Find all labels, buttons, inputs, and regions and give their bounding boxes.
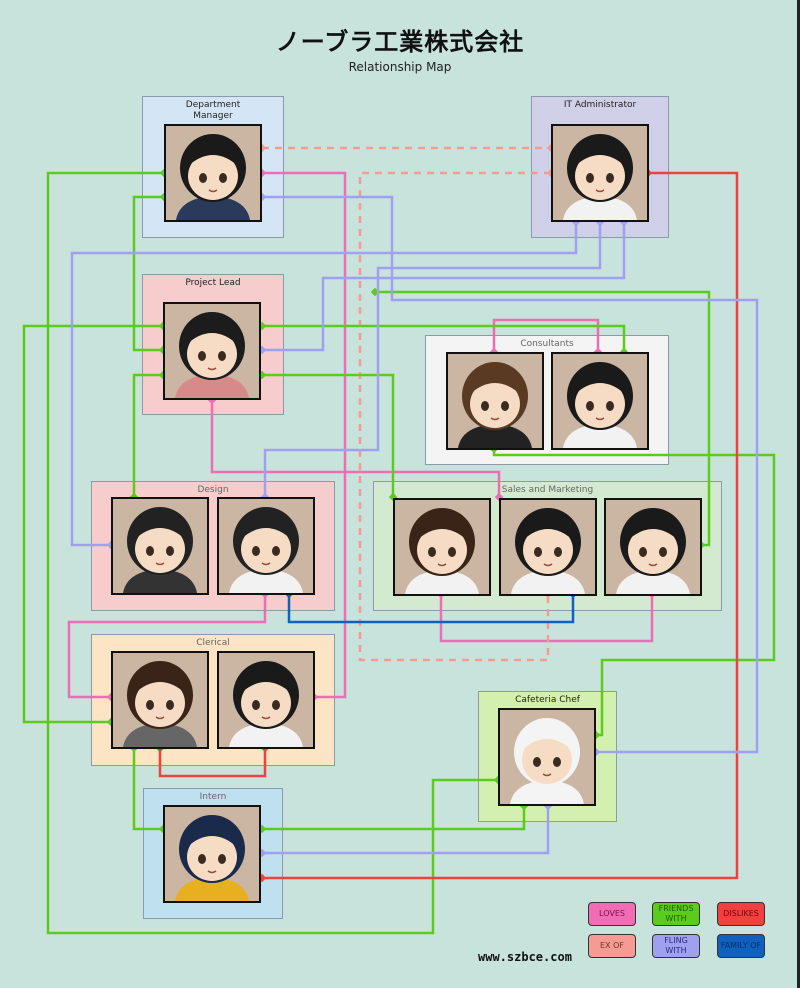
legend-label: DISLIKES: [723, 909, 759, 918]
character-illustration-icon: [458, 362, 532, 448]
character-illustration-icon: [510, 718, 584, 804]
character-illustration-icon: [175, 312, 249, 398]
legend-label: FRIENDS WITH: [658, 904, 694, 923]
character-illustration-icon: [616, 508, 690, 594]
group-label: Department Manager: [185, 100, 241, 121]
line-endpoint-marker: [370, 287, 380, 297]
legend-label: EX OF: [600, 941, 624, 950]
group-label: Cafeteria Chef: [515, 695, 580, 705]
character-illustration-icon: [123, 661, 197, 747]
legend-loves: LOVES: [588, 902, 636, 926]
character-illustration-icon: [176, 134, 250, 220]
character-portrait: [551, 124, 649, 222]
character-portrait: [163, 302, 261, 400]
character-portrait: [551, 352, 649, 450]
character-illustration-icon: [229, 507, 303, 593]
group-label: IT Administrator: [563, 100, 637, 110]
character-portrait: [446, 352, 544, 450]
fling-relationship-line: [262, 222, 626, 352]
character-portrait: [604, 498, 702, 596]
group-label: Sales and Marketing: [501, 485, 594, 495]
legend-label: FLING WITH: [664, 936, 688, 955]
group-label: Design: [197, 485, 229, 495]
character-portrait: [111, 651, 209, 749]
legend-dislikes: DISLIKES: [717, 902, 765, 926]
character-portrait: [217, 651, 315, 749]
character-portrait: [111, 497, 209, 595]
character-portrait: [498, 708, 596, 806]
group-label: Consultants: [520, 339, 574, 349]
legend-ex-of: EX OF: [588, 934, 636, 958]
character-illustration-icon: [511, 508, 585, 594]
character-illustration-icon: [405, 508, 479, 594]
fling-relationship-line: [262, 195, 759, 754]
group-label: Project Lead: [185, 278, 241, 288]
character-illustration-icon: [563, 362, 637, 448]
group-label: Intern: [199, 792, 227, 802]
legend-family-of: FAMILY OF: [717, 934, 765, 958]
character-illustration-icon: [175, 815, 249, 901]
character-portrait: [163, 805, 261, 903]
loves-relationship-line: [262, 171, 347, 699]
page-subtitle: Relationship Map: [348, 60, 452, 74]
character-portrait: [499, 498, 597, 596]
legend-fling-with: FLING WITH: [652, 934, 700, 958]
character-illustration-icon: [563, 134, 637, 220]
character-illustration-icon: [229, 661, 303, 747]
group-label: Clerical: [196, 638, 230, 648]
character-portrait: [217, 497, 315, 595]
legend-friends-with: FRIENDS WITH: [652, 902, 700, 926]
legend-label: LOVES: [599, 909, 625, 918]
character-portrait: [393, 498, 491, 596]
watermark: www.szbce.com: [478, 950, 572, 964]
legend-label: FAMILY OF: [720, 941, 762, 950]
character-portrait: [164, 124, 262, 222]
page-title: ノーブラ工業株式会社: [275, 28, 525, 56]
character-illustration-icon: [123, 507, 197, 593]
